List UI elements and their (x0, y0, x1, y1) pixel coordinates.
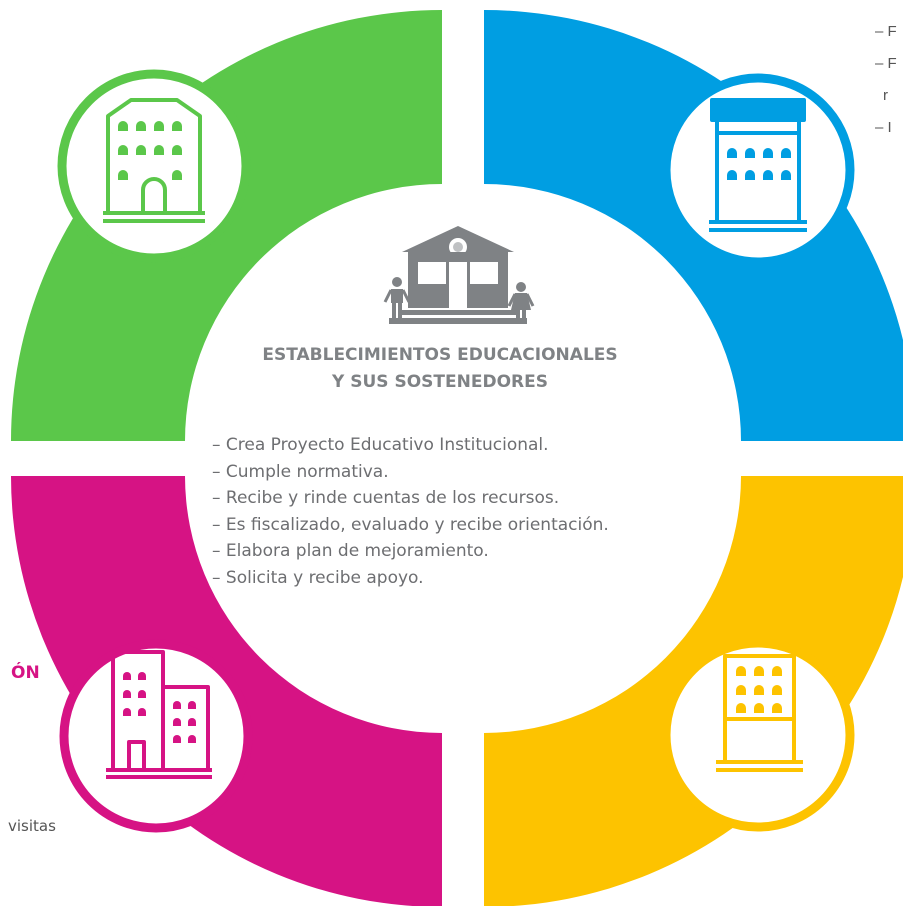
list-item: – Es fiscalizado, evaluado y recibe orie… (212, 514, 609, 535)
yellow-building-icon (716, 654, 803, 772)
center-title: ESTABLECIMIENTOS EDUCACIONALES Y SUS SOS… (210, 342, 670, 396)
left-fragment-title: ÓN (11, 663, 40, 683)
school-with-people-icon (383, 226, 535, 324)
magenta-buildings-icon (106, 650, 212, 779)
list-item: – Crea Proyecto Educativo Institucional. (212, 435, 549, 455)
right-fragment-1: – F (875, 23, 897, 40)
list-item: – Solicita y recibe apoyo. (212, 567, 424, 588)
right-fragment-2: – F (875, 55, 897, 72)
green-building-icon (103, 98, 205, 223)
list-item: – Elabora plan de mejoramiento. (212, 541, 489, 562)
center-title-line1: ESTABLECIMIENTOS EDUCACIONALES (262, 345, 618, 365)
left-fragment-text: visitas (8, 817, 56, 835)
list-item: – Cumple normativa. (212, 461, 389, 482)
circle-blue (661, 73, 855, 267)
circle-yellow (661, 638, 855, 832)
blue-building-icon (709, 98, 807, 232)
circle-magenta (59, 639, 253, 833)
center-title-line2: Y SUS SOSTENEDORES (332, 372, 548, 392)
right-fragment-4: – I (875, 119, 892, 136)
right-fragment-3: r (883, 87, 888, 104)
center-list: – Crea Proyecto Educativo Institucional.… (212, 432, 609, 592)
list-item: – Recibe y rinde cuentas de los recursos… (212, 488, 560, 509)
